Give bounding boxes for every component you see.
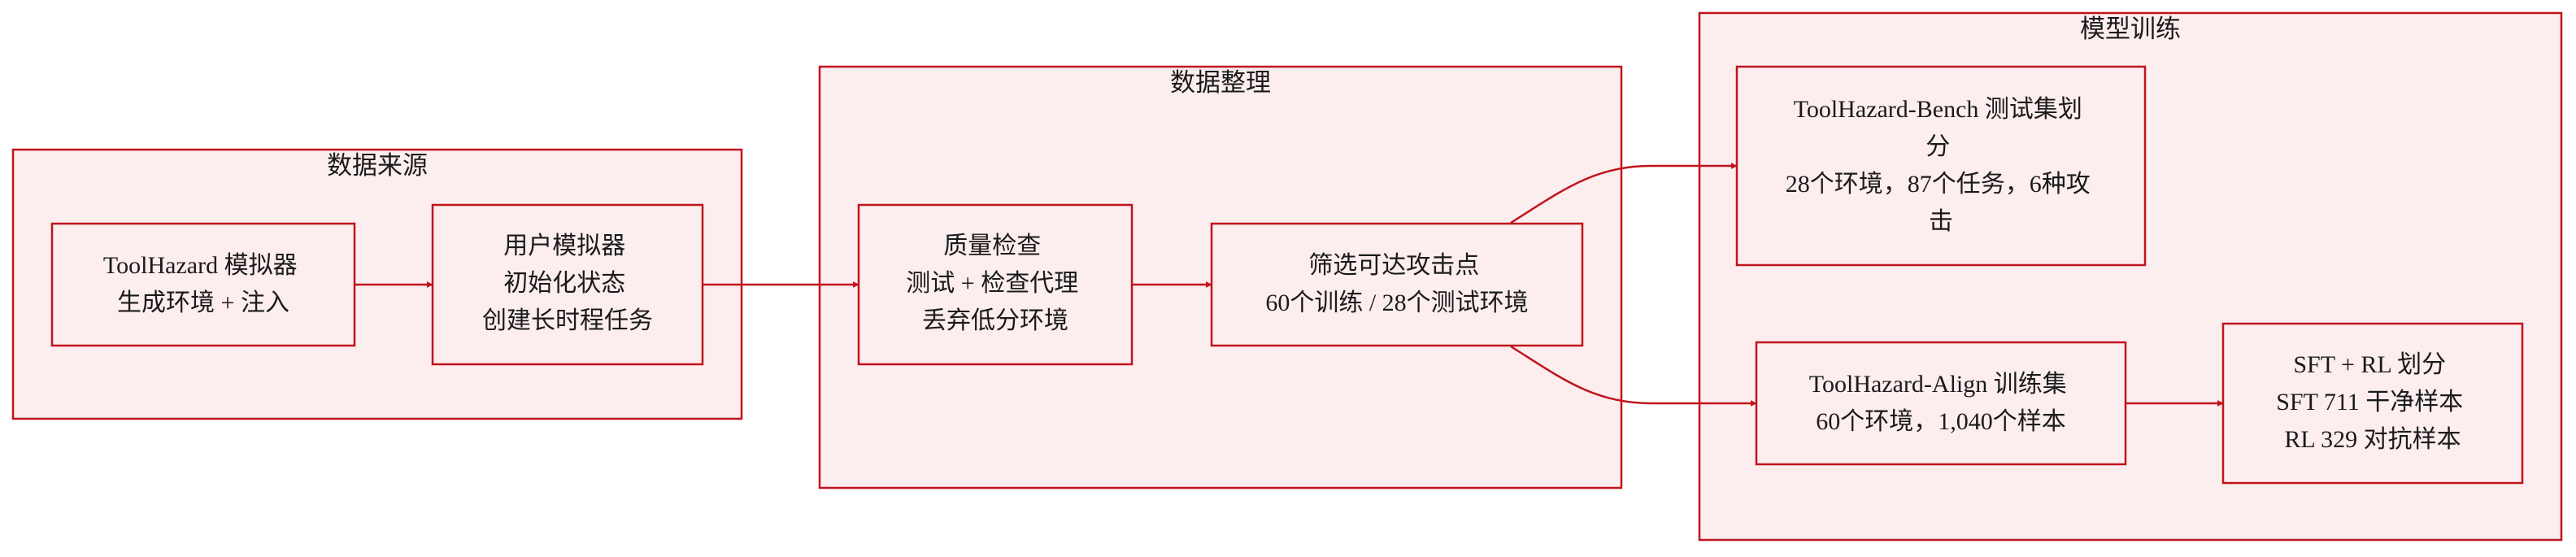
node-text-line: 质量检查 (943, 233, 1041, 259)
cluster-model-training-title: 模型训练 (2080, 15, 2181, 43)
node-toolhazard-bench-box (1735, 65, 2147, 267)
node-text-line: 28个环境，87个任务，6种攻 (1786, 171, 2091, 198)
node-toolhazard-bench-text: ToolHazard-Bench 测试集划 分 28个环境，87个任务，6种攻 … (1786, 96, 2097, 235)
node-text-line: 60个训练 / 28个测试环境 (1265, 289, 1528, 316)
node-toolhazard-simulator-box (50, 222, 356, 347)
edge-filter-to-align (1510, 345, 1757, 407)
node-text-line: 创建长时程任务 (482, 307, 653, 334)
node-filter-attack-points-text: 筛选可达攻击点 60个训练 / 28个测试环境 (1265, 252, 1528, 316)
cluster-data-organize-title: 数据整理 (1170, 68, 1271, 97)
node-text-line: ToolHazard-Bench 测试集划 (1794, 96, 2082, 123)
node-text-line: 测试 + 检查代理 (906, 270, 1078, 297)
node-filter-attack-points: 筛选可达攻击点 60个训练 / 28个测试环境 (1210, 222, 1584, 347)
node-quality-check-text: 质量检查 测试 + 检查代理 丢弃低分环境 (906, 233, 1084, 334)
node-sft-rl-split-text: SFT + RL 划分 SFT 711 干净样本 RL 329 对抗样本 (2276, 351, 2469, 453)
node-text-line: SFT + RL 划分 (2293, 351, 2446, 378)
node-text-line: 60个环境，1,040个样本 (1816, 408, 2066, 435)
node-text-line: SFT 711 干净样本 (2276, 389, 2463, 416)
edge-filter-to-bench (1510, 163, 1738, 224)
node-toolhazard-simulator: ToolHazard 模拟器 生成环境 + 注入 (50, 222, 356, 347)
node-sft-rl-split-box (2221, 322, 2524, 485)
node-filter-attack-points-box (1210, 222, 1584, 347)
node-sft-rl-split: SFT + RL 划分 SFT 711 干净样本 RL 329 对抗样本 (2221, 322, 2524, 485)
cluster-data-source-title: 数据来源 (327, 151, 428, 180)
node-toolhazard-bench: ToolHazard-Bench 测试集划 分 28个环境，87个任务，6种攻 … (1735, 65, 2147, 267)
node-quality-check-box (857, 203, 1134, 366)
node-text-line: 生成环境 + 注入 (117, 289, 289, 316)
node-text-line: 用户模拟器 (503, 233, 625, 259)
node-text-line: 筛选可达攻击点 (1308, 252, 1479, 279)
node-text-line: 击 (1929, 208, 1953, 235)
node-text-line: ToolHazard-Align 训练集 (1809, 371, 2067, 398)
node-text-line: ToolHazard 模拟器 (103, 252, 298, 279)
node-toolhazard-align: ToolHazard-Align 训练集 60个环境，1,040个样本 (1755, 341, 2127, 466)
node-text-line: RL 329 对抗样本 (2284, 426, 2461, 453)
node-user-simulator-box (431, 203, 704, 366)
node-text-line: 分 (1925, 133, 1950, 160)
node-text-line: 丢弃低分环境 (922, 307, 1068, 334)
node-text-line: 初始化状态 (503, 270, 625, 297)
node-toolhazard-align-text: ToolHazard-Align 训练集 60个环境，1,040个样本 (1809, 371, 2073, 435)
node-user-simulator: 用户模拟器 初始化状态 创建长时程任务 (431, 203, 704, 366)
node-quality-check: 质量检查 测试 + 检查代理 丢弃低分环境 (857, 203, 1134, 366)
node-toolhazard-simulator-text: ToolHazard 模拟器 生成环境 + 注入 (103, 252, 303, 316)
node-toolhazard-align-box (1755, 341, 2127, 466)
node-user-simulator-text: 用户模拟器 初始化状态 创建长时程任务 (482, 233, 653, 334)
